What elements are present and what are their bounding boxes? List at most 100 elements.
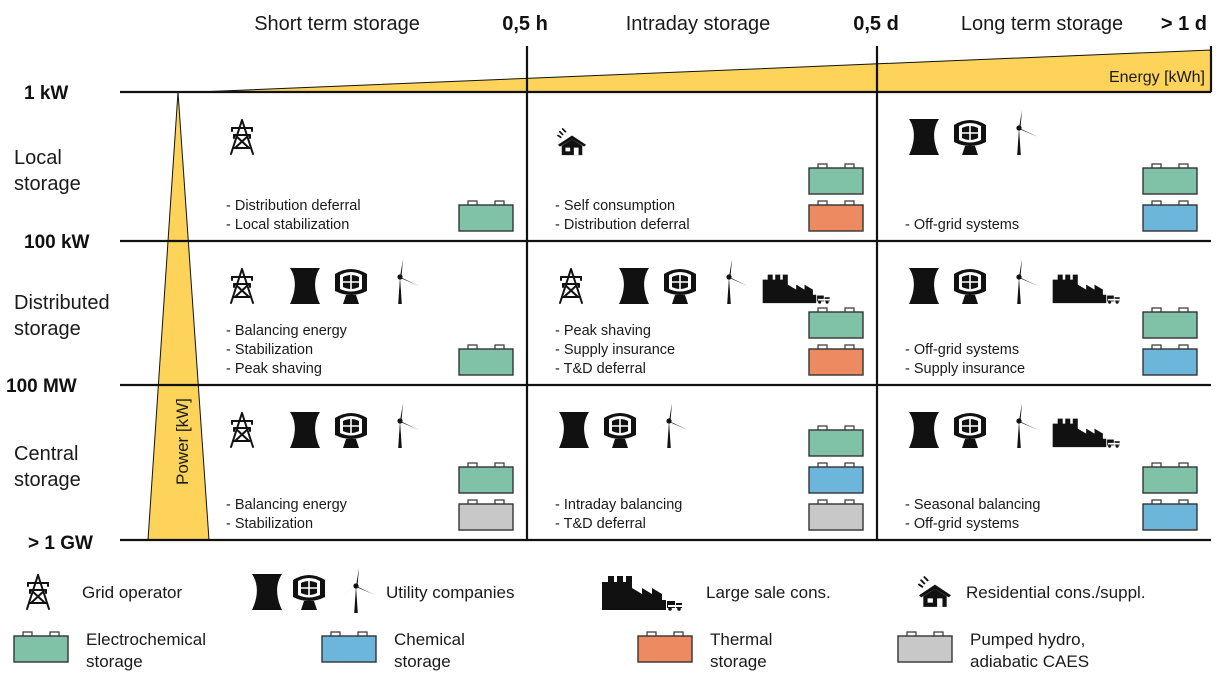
- cell-r2-c2: - Seasonal balancing- Off-grid systems: [905, 403, 1198, 532]
- pumped-storage-battery: [458, 499, 514, 531]
- electrochemical-storage-battery: [458, 462, 514, 494]
- row-label-local: Local storage: [14, 147, 81, 195]
- row-label-distributed-line: storage: [14, 318, 81, 340]
- application-item: - Off-grid systems: [905, 342, 1019, 358]
- wind-turbine-icon: [383, 259, 419, 304]
- battery-body: [1142, 311, 1198, 339]
- electrochemical-storage-battery: [808, 425, 864, 457]
- legend-actor-label: Residential cons./suppl.: [966, 583, 1146, 602]
- transmission-tower-icon: [559, 268, 583, 304]
- chemical-storage-battery: [808, 462, 864, 494]
- cell-r1-c2: - Off-grid systems - Supply insurance: [905, 259, 1198, 377]
- row-label-central-line: storage: [14, 469, 81, 491]
- application-item: - Supply insurance: [905, 361, 1025, 377]
- battery-body: [808, 204, 864, 232]
- battery-body: [808, 348, 864, 376]
- electrochemical-storage-battery: [808, 163, 864, 195]
- legend-actor-label: Grid operator: [82, 583, 182, 602]
- cooling-tower-icon: [559, 412, 589, 448]
- power-plant-icon: [603, 412, 637, 449]
- application-item: - Distribution deferral: [555, 217, 690, 233]
- electrochemical-storage-battery: [808, 307, 864, 339]
- cell-r0-c0: - Distribution deferral - Local stabiliza…: [226, 119, 514, 233]
- cooling-tower-icon: [909, 412, 939, 448]
- battery-body: [458, 466, 514, 494]
- electrochemical-storage-battery: [1142, 307, 1198, 339]
- cell-r1-c1: - Peak shaving- Supply insurance- T&D de…: [555, 259, 864, 377]
- power-plant-icon: [953, 268, 987, 305]
- battery-body: [458, 348, 514, 376]
- time-boundary-12h: 0,5 d: [853, 13, 899, 35]
- cooling-tower-icon: [909, 268, 939, 304]
- column-header-long-term: Long term storage: [961, 13, 1123, 35]
- time-boundary-30min: 0,5 h: [502, 13, 548, 35]
- chemical-storage-battery: [1142, 344, 1198, 376]
- legend-actor-label: Utility companies: [386, 583, 515, 602]
- power-plant-icon: [334, 412, 368, 449]
- legend-actor-factory: Large sale cons.: [602, 576, 831, 611]
- battery-body: [321, 635, 377, 663]
- application-item: - Local stabilization: [226, 217, 349, 233]
- application-item: - Distribution deferral: [226, 198, 361, 214]
- wind-turbine-icon: [339, 568, 375, 613]
- battery-body: [1142, 466, 1198, 494]
- application-item: - Peak shaving: [226, 361, 322, 377]
- legend-storage-pumped: Pumped hydro,adiabatic CAES: [897, 630, 1089, 671]
- thermal-storage-battery: [808, 200, 864, 232]
- application-item: - Supply insurance: [555, 342, 675, 358]
- legend-storage-label: storage: [394, 652, 451, 671]
- battery-body: [13, 635, 69, 663]
- application-item: - T&D deferral: [555, 516, 646, 532]
- time-boundary-1d: > 1 d: [1161, 13, 1207, 35]
- transmission-tower-icon: [230, 268, 254, 304]
- row-label-central: Central storage: [14, 443, 84, 491]
- cooling-tower-icon: [619, 268, 649, 304]
- legend: Grid operator Utility companies Large sale…: [13, 568, 1146, 671]
- electrochemical-storage-battery: [458, 344, 514, 376]
- wind-turbine-icon: [1002, 403, 1038, 448]
- battery-body: [808, 466, 864, 494]
- cooling-tower-icon: [252, 574, 282, 610]
- battery-body: [1142, 348, 1198, 376]
- power-level-100kw: 100 kW: [24, 232, 90, 253]
- solar-house-icon: [918, 576, 952, 608]
- cell-r1-c0: - Balancing energy- Stabilization- Peak …: [226, 259, 514, 377]
- transmission-tower-icon: [230, 119, 254, 155]
- legend-actor-label: Large sale cons.: [706, 583, 831, 602]
- wind-turbine-icon: [712, 259, 748, 304]
- cooling-tower-icon: [290, 268, 320, 304]
- battery-body: [458, 204, 514, 232]
- chemical-storage-battery: [1142, 200, 1198, 232]
- row-label-local-line: storage: [14, 173, 81, 195]
- column-header-intraday: Intraday storage: [626, 13, 771, 35]
- power-level-1gw: > 1 GW: [28, 533, 93, 554]
- transmission-tower-icon: [230, 412, 254, 448]
- battery-body: [1142, 167, 1198, 195]
- cooling-tower-icon: [909, 119, 939, 155]
- application-item: - Off-grid systems: [905, 516, 1019, 532]
- legend-actor-house: Residential cons./suppl.: [918, 576, 1146, 608]
- power-plant-icon: [292, 574, 326, 611]
- cell-r0-c1: - Self consumption- Distribution deferra…: [555, 128, 864, 233]
- legend-storage-label: Pumped hydro,: [970, 630, 1085, 649]
- legend-storage-label: Thermal: [710, 630, 772, 649]
- legend-battery-pumped: [897, 631, 953, 663]
- legend-storage-label: Electrochemical: [86, 630, 206, 649]
- chemical-storage-battery: [1142, 499, 1198, 531]
- power-level-100mw: 100 MW: [6, 376, 77, 397]
- application-item: - Stabilization: [226, 516, 313, 532]
- legend-storage-label: Chemical: [394, 630, 465, 649]
- battery-body: [808, 167, 864, 195]
- application-item: - Balancing energy: [226, 323, 348, 339]
- battery-body: [1142, 503, 1198, 531]
- row-label-distributed-line: Distributed: [14, 292, 110, 314]
- application-item: - T&D deferral: [555, 361, 646, 377]
- factory-icon: [1052, 418, 1120, 448]
- power-plant-icon: [953, 119, 987, 156]
- row-label-local-line: Local: [14, 147, 62, 169]
- application-item: - Off-grid systems: [905, 217, 1019, 233]
- thermal-storage-battery: [808, 344, 864, 376]
- application-item: - Balancing energy: [226, 497, 348, 513]
